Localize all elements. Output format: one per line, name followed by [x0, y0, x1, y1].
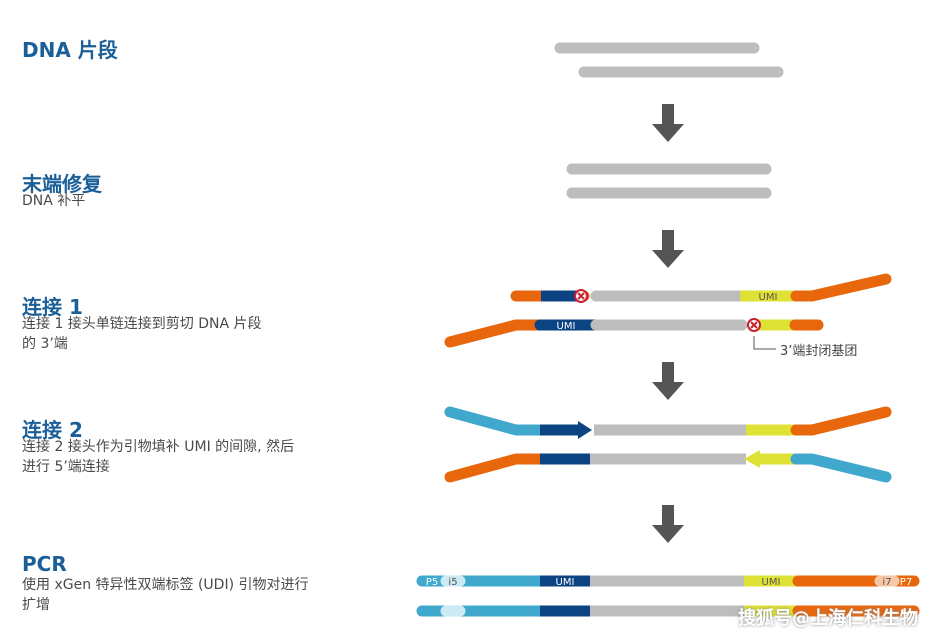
step-title-ligation-2: 连接 2	[22, 418, 83, 442]
ligation-2-bottom-strand	[444, 450, 892, 483]
step-title-ligation-1: 连接 1	[22, 295, 83, 319]
down-arrow-icon	[652, 505, 684, 543]
step-title-pcr: PCR	[22, 552, 67, 576]
step-desc-ligation-2: 连接 2 接头作为引物填补 UMI 的间隙, 然后进行 5’端连接	[22, 439, 295, 475]
callout-line	[753, 336, 776, 350]
pcr-top-strand: P5 i5 UMI UMI i7 P7	[416, 575, 920, 588]
umi-label: UMI	[556, 577, 575, 588]
umi-label: UMI	[557, 321, 576, 332]
step-desc-end-repair: DNA 补平	[22, 193, 86, 209]
p5-label: P5	[426, 577, 438, 588]
i5-label: i5	[448, 577, 457, 588]
ligation-1-top-strand: UMI	[510, 273, 892, 303]
step-title-end-repair: 末端修复	[22, 172, 102, 196]
umi-label: UMI	[759, 292, 778, 303]
p7-label: P7	[900, 577, 912, 588]
down-arrow-icon	[652, 104, 684, 142]
step-desc-ligation-1: 连接 1 接头单链连接到剪切 DNA 片段的 3’端	[22, 316, 262, 352]
down-arrow-icon	[652, 362, 684, 400]
ligation-2-top-strand	[444, 406, 892, 439]
down-arrow-icon	[652, 230, 684, 268]
extension-arrow-icon	[744, 450, 760, 468]
extension-arrow-icon	[578, 421, 592, 439]
ligation-1-bottom-strand: UMI 3’端封闭基团	[444, 318, 857, 359]
umi-label: UMI	[762, 577, 781, 588]
i7-label: i7	[882, 577, 891, 588]
watermark: 搜狐号@上海仁科生物	[738, 608, 918, 629]
dna-fragments	[554, 42, 784, 78]
step-desc-pcr: 使用 xGen 特异性双端标签 (UDI) 引物对进行扩增	[22, 577, 309, 613]
step-title-dna-fragments: DNA 片段	[22, 38, 118, 62]
blocked-3-end-label: 3’端封闭基团	[780, 344, 857, 359]
end-repaired-dna	[566, 163, 772, 199]
